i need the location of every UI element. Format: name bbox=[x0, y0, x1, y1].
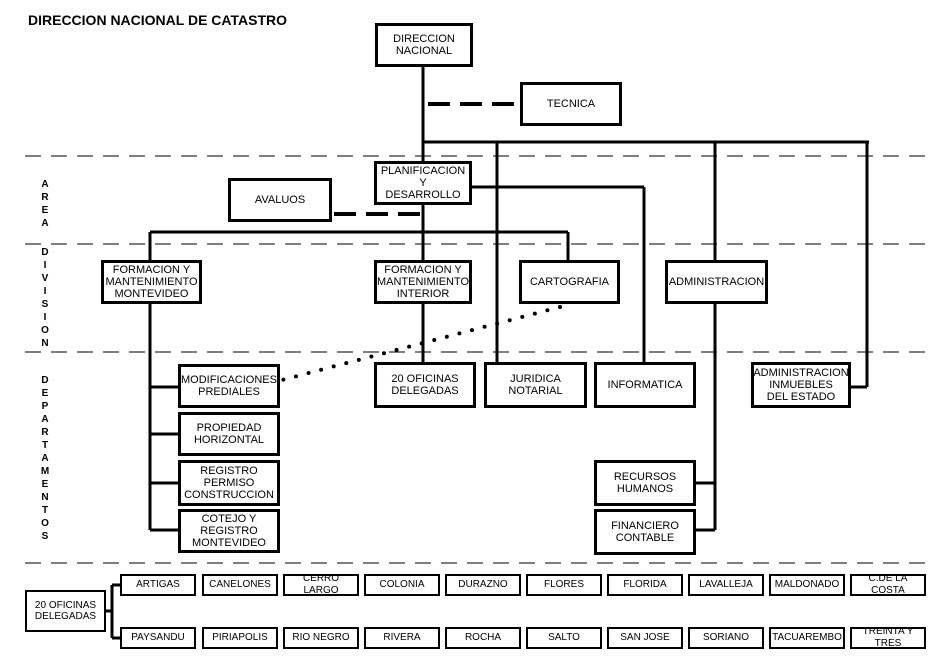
office-san-jose: SAN JOSE bbox=[607, 627, 683, 649]
office-durazno: DURAZNO bbox=[445, 574, 521, 596]
box-propiedad-horizontal: PROPIEDAD HORIZONTAL bbox=[178, 412, 280, 456]
level-separators bbox=[25, 155, 930, 564]
level-label-division: D I V I S I O N bbox=[41, 247, 49, 349]
box-recursos-humanos: RECURSOS HUMANOS bbox=[594, 460, 696, 506]
office-paysandu: PAYSANDU bbox=[120, 627, 196, 649]
office-rio-negro: RIO NEGRO bbox=[283, 627, 359, 649]
office-piriapolis: PIRIAPOLIS bbox=[202, 627, 278, 649]
office-treinta-y-tres: TREINTA Y TRES bbox=[850, 627, 926, 649]
office-salto: SALTO bbox=[526, 627, 602, 649]
box-informatica: INFORMATICA bbox=[594, 362, 696, 408]
office-artigas: ARTIGAS bbox=[120, 574, 196, 596]
office-rocha: ROCHA bbox=[445, 627, 521, 649]
box-administracion: ADMINISTRACION bbox=[665, 260, 768, 304]
box-administracion-inmuebles: ADMINISTRACION INMUEBLES DEL ESTADO bbox=[751, 362, 851, 408]
page-title: DIRECCION NACIONAL DE CATASTRO bbox=[28, 12, 287, 28]
box-tecnica: TECNICA bbox=[520, 82, 622, 126]
office-florida: FLORIDA bbox=[607, 574, 683, 596]
box-formacion-montevideo: FORMACION Y MANTENIMIENTO MONTEVIDEO bbox=[101, 260, 202, 304]
box-oficinas-delegadas: 20 OFICINAS DELEGADAS bbox=[374, 362, 476, 408]
office-tacuarembo: TACUAREMBO bbox=[769, 627, 845, 649]
office-c-de-la-costa: C.DE LA COSTA bbox=[850, 574, 926, 596]
office-cerro-largo: CERRO LARGO bbox=[283, 574, 359, 596]
box-juridica-notarial: JURIDICA NOTARIAL bbox=[484, 362, 587, 408]
office-canelones: CANELONES bbox=[202, 574, 278, 596]
office-rivera: RIVERA bbox=[364, 627, 440, 649]
level-label-departamentos: D E P A R T A M E N T O S bbox=[40, 375, 50, 542]
box-direccion-nacional: DIRECCION NACIONAL bbox=[375, 23, 473, 67]
box-cartografia: CARTOGRAFIA bbox=[519, 260, 620, 304]
box-footer-oficinas: 20 OFICINAS DELEGADAS bbox=[25, 590, 106, 632]
box-planificacion: PLANIFICACION Y DESARROLLO bbox=[374, 161, 472, 205]
office-flores: FLORES bbox=[526, 574, 602, 596]
box-modificaciones-prediales: MODIFICACIONES PREDIALES bbox=[178, 364, 280, 408]
staff-connectors bbox=[334, 102, 520, 216]
box-avaluos: AVALUOS bbox=[228, 178, 332, 222]
box-formacion-interior: FORMACION Y MANTENIMIENTO INTERIOR bbox=[374, 260, 472, 304]
dotted-link-cartografia bbox=[280, 305, 562, 382]
box-financiero-contable: FINANCIERO CONTABLE bbox=[594, 509, 696, 555]
office-lavalleja: LAVALLEJA bbox=[688, 574, 764, 596]
office-maldonado: MALDONADO bbox=[769, 574, 845, 596]
box-cotejo-registro: COTEJO Y REGISTRO MONTEVIDEO bbox=[178, 509, 280, 553]
office-colonia: COLONIA bbox=[364, 574, 440, 596]
level-label-area: A R E A bbox=[41, 179, 49, 229]
office-soriano: SORIANO bbox=[688, 627, 764, 649]
box-registro-permiso: REGISTRO PERMISO CONSTRUCCION bbox=[178, 460, 280, 506]
